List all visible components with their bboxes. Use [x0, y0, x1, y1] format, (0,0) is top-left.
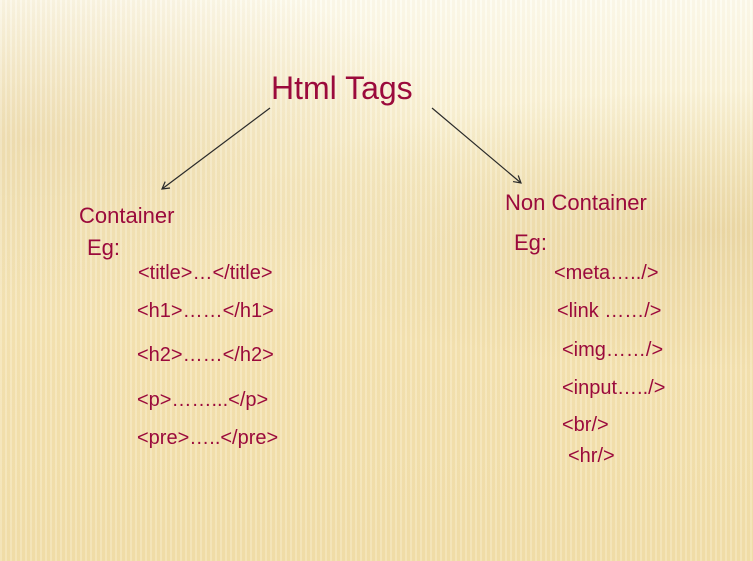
non-container-item-hr: <hr/> [568, 445, 615, 467]
non-container-item-input: <input…../> [562, 377, 666, 399]
non-container-item-img: <img……/> [562, 339, 664, 361]
non-container-item-link: <link ……/> [557, 300, 662, 322]
container-item-title: <title>…</title> [138, 262, 273, 284]
arrow-to-container [161, 107, 271, 190]
container-item-h2: <h2>……</h2> [137, 344, 274, 366]
container-item-p: <p>……...</p> [137, 389, 269, 411]
container-eg-label: Eg: [87, 235, 121, 260]
container-item-h1: <h1>……</h1> [137, 300, 274, 322]
non-container-heading: Non Container [505, 190, 647, 215]
container-heading: Container [79, 203, 175, 228]
non-container-item-meta: <meta…../> [554, 262, 659, 284]
arrow-to-non-container [431, 107, 522, 184]
diagram-title: Html Tags [271, 70, 413, 106]
non-container-item-br: <br/> [562, 414, 609, 436]
non-container-eg-label: Eg: [514, 230, 548, 255]
container-item-pre: <pre>…..</pre> [137, 427, 279, 449]
